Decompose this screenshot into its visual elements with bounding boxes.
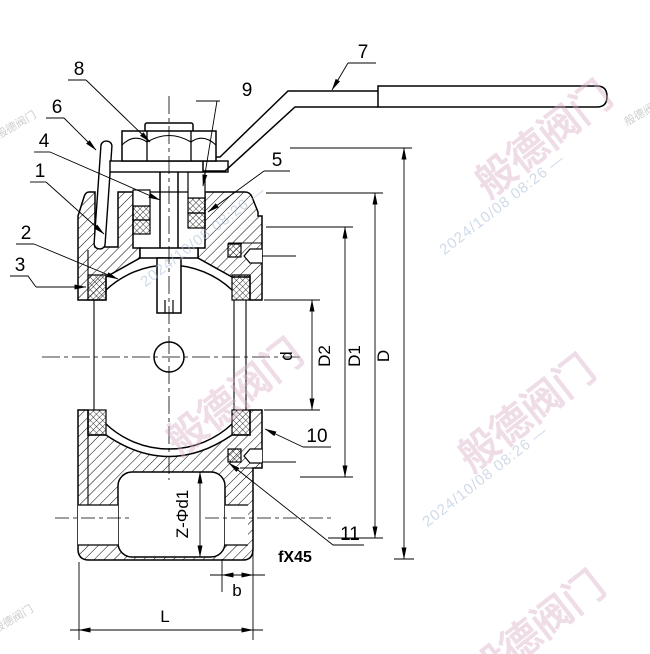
packing-left-1 — [132, 205, 151, 221]
watermark-edge-3: 般德阀门 — [621, 94, 650, 128]
label-chamfer: fX45 — [278, 549, 312, 566]
bolt-hole-cavity — [117, 471, 226, 558]
label-d2: D2 — [315, 345, 334, 367]
callout-9: 9 — [242, 80, 253, 101]
packing-right-2 — [187, 212, 206, 229]
callout-1: 1 — [35, 161, 46, 182]
bonnet-left-section — [77, 191, 141, 301]
callout-8: 8 — [74, 59, 85, 80]
packing-left-2 — [132, 219, 151, 235]
left-bolt-slot — [78, 505, 118, 545]
seat-top-left — [87, 274, 107, 301]
label-bolt-holes: Z-Φd1 — [173, 490, 192, 539]
leader-lines — [10, 62, 376, 546]
callout-2: 2 — [21, 223, 32, 244]
label-width: b — [232, 581, 241, 600]
callout-6: 6 — [52, 97, 63, 118]
body-seal-bottom — [227, 448, 242, 463]
stop-pin — [93, 140, 113, 250]
seat-bottom-right — [231, 409, 251, 436]
body-seal-top — [227, 243, 242, 258]
callout-7: 7 — [358, 42, 369, 63]
right-bolt-slot — [225, 505, 248, 545]
callout-4: 4 — [39, 131, 50, 152]
dimension-labels: d D2 D1 D Z-Φd1 L b fX45 — [160, 345, 393, 626]
retainer-notches — [243, 248, 262, 464]
centerlines — [42, 96, 332, 519]
packing-right-1 — [187, 197, 206, 214]
dimension-lines — [78, 147, 407, 633]
callout-10: 10 — [306, 426, 327, 447]
handle-arm — [202, 90, 378, 172]
callout-5: 5 — [272, 150, 283, 171]
seat-bottom-left — [87, 409, 107, 436]
label-dd: D — [374, 350, 393, 362]
watermark-brand-4: 般德阀门 — [460, 563, 613, 654]
watermark-edge-2: 般德阀门 — [0, 601, 36, 635]
watermark-edge-1: 般德阀门 — [0, 107, 39, 141]
seat-top-right — [231, 274, 251, 301]
watermark-brand-2: 般德阀门 — [450, 347, 603, 480]
handle — [202, 85, 608, 172]
soft-seals — [87, 197, 251, 463]
callout-11: 11 — [340, 524, 360, 545]
label-d1: D1 — [345, 345, 364, 367]
label-length: L — [160, 607, 169, 626]
callout-labels: 8 6 4 1 2 3 7 9 5 10 11 — [15, 42, 369, 545]
handle-grip — [377, 85, 608, 108]
label-d: d — [277, 351, 296, 360]
callout-3: 3 — [15, 255, 26, 276]
